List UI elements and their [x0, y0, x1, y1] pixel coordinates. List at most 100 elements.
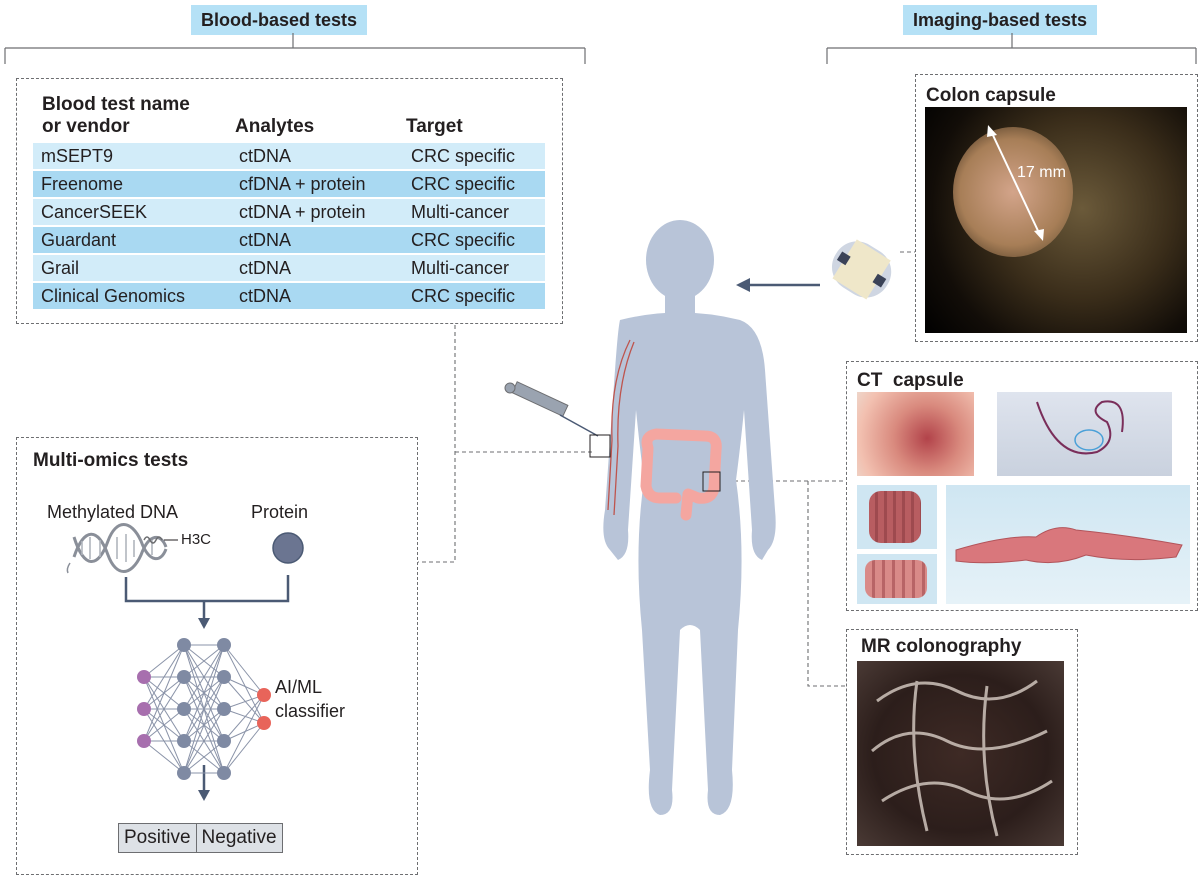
- test-target: CRC specific: [403, 171, 545, 197]
- classifier-label: AI/ML classifier: [275, 677, 346, 721]
- h3c-label: H3C: [181, 531, 212, 548]
- capsule-icon: [831, 239, 892, 300]
- network-node: [177, 702, 191, 716]
- network-node: [217, 734, 231, 748]
- network-edge: [223, 722, 265, 774]
- table-row: mSEPT9 ctDNA CRC specific: [33, 143, 545, 169]
- test-analytes: ctDNA: [231, 143, 403, 169]
- test-analytes: cfDNA + protein: [231, 171, 403, 197]
- column-header-target: Target: [406, 116, 463, 137]
- network-edge: [143, 740, 185, 774]
- methylated-dna-label: Methylated DNA: [47, 502, 179, 522]
- network-node: [177, 734, 191, 748]
- ct-tube-image-1: [857, 485, 937, 549]
- table-row: Guardant ctDNA CRC specific: [33, 227, 545, 253]
- ct-flattened-image: [946, 485, 1190, 604]
- imaging-tests-header: Imaging-based tests: [903, 5, 1098, 35]
- network-node: [137, 702, 151, 716]
- network-edge: [143, 708, 185, 742]
- table-row: Clinical Genomics ctDNA CRC specific: [33, 283, 545, 309]
- protein-label: Protein: [251, 502, 309, 522]
- network-edge: [223, 644, 265, 724]
- multiomics-title: Multi-omics tests: [33, 450, 189, 471]
- test-target: Multi-cancer: [403, 199, 545, 225]
- network-edge: [223, 694, 265, 774]
- test-analytes: ctDNA + protein: [231, 199, 403, 225]
- human-body-figure: [504, 220, 776, 815]
- test-name: Freenome: [33, 171, 231, 197]
- network-node: [217, 702, 231, 716]
- ct-tube-image-2: [857, 554, 937, 604]
- result-box: Positive Negative: [118, 823, 283, 853]
- network-node: [217, 670, 231, 684]
- table-row: Grail ctDNA Multi-cancer: [33, 255, 545, 281]
- network-edge: [183, 676, 225, 774]
- test-target: Multi-cancer: [403, 255, 545, 281]
- network-edge: [183, 708, 225, 774]
- network-edge: [143, 644, 185, 678]
- colon-capsule-panel: Colon capsule: [915, 74, 1198, 342]
- test-analytes: ctDNA: [231, 255, 403, 281]
- protein-icon: [272, 532, 304, 564]
- arrow-down-icon: [198, 618, 210, 629]
- network-edge: [223, 644, 265, 696]
- network-edge: [223, 694, 265, 710]
- test-analytes: ctDNA: [231, 283, 403, 309]
- test-target: CRC specific: [403, 283, 545, 309]
- test-target: CRC specific: [403, 143, 545, 169]
- network-node: [217, 638, 231, 652]
- mr-colonography-panel: MR colonography: [846, 629, 1078, 855]
- network-edge: [223, 722, 265, 742]
- network-node: [137, 670, 151, 684]
- network-edge: [183, 644, 225, 710]
- negative-label: Negative: [195, 824, 282, 852]
- network-edge: [143, 676, 185, 742]
- syringe-icon: [504, 381, 599, 437]
- ct-capsule-panel: CT capsule: [846, 361, 1198, 611]
- neural-network-icon: [137, 638, 271, 780]
- measurement-label: 17 mm: [1017, 164, 1066, 181]
- table-row: Freenome cfDNA + protein CRC specific: [33, 171, 545, 197]
- network-node: [177, 766, 191, 780]
- test-name: Guardant: [33, 227, 231, 253]
- multiomics-graphics: [66, 523, 304, 801]
- colon-capsule-title: Colon capsule: [926, 85, 1056, 106]
- network-edge: [183, 644, 225, 774]
- network-node: [137, 734, 151, 748]
- column-header-name: Blood test name or vendor: [42, 94, 190, 137]
- network-edge: [223, 676, 265, 696]
- test-name: CancerSEEK: [33, 199, 231, 225]
- polyp-region: [953, 127, 1073, 257]
- network-edge: [223, 708, 265, 724]
- network-edge: [183, 740, 225, 774]
- network-node: [177, 670, 191, 684]
- ct-abdomen-image: [997, 392, 1172, 476]
- test-analytes: ctDNA: [231, 227, 403, 253]
- network-edge: [143, 644, 185, 710]
- blood-tests-header: Blood-based tests: [191, 5, 368, 35]
- multiomics-panel: Multi-omics tests Methylated DNA Protein…: [16, 437, 418, 875]
- mr-colonography-image: [857, 661, 1064, 846]
- network-node: [257, 716, 271, 730]
- colon-capsule-image: 17 mm: [925, 107, 1187, 333]
- network-edge: [223, 694, 265, 742]
- test-name: mSEPT9: [33, 143, 231, 169]
- ct-endoscopy-image: [857, 392, 974, 476]
- test-name: Clinical Genomics: [33, 283, 231, 309]
- blood-test-table: mSEPT9 ctDNA CRC specific Freenome cfDNA…: [33, 141, 545, 311]
- network-node: [257, 688, 271, 702]
- network-node: [217, 766, 231, 780]
- positive-label: Positive: [124, 827, 191, 848]
- column-header-analytes: Analytes: [235, 116, 315, 137]
- colon-icon: [640, 428, 722, 521]
- ct-capsule-title: CT capsule: [857, 370, 964, 391]
- test-target: CRC specific: [403, 227, 545, 253]
- network-node: [177, 638, 191, 652]
- table-row: CancerSEEK ctDNA + protein Multi-cancer: [33, 199, 545, 225]
- network-edge: [183, 644, 225, 742]
- dna-helix-icon: [66, 523, 178, 574]
- network-edge: [223, 676, 265, 724]
- network-edge: [143, 644, 185, 742]
- arrow-down-icon: [198, 790, 210, 801]
